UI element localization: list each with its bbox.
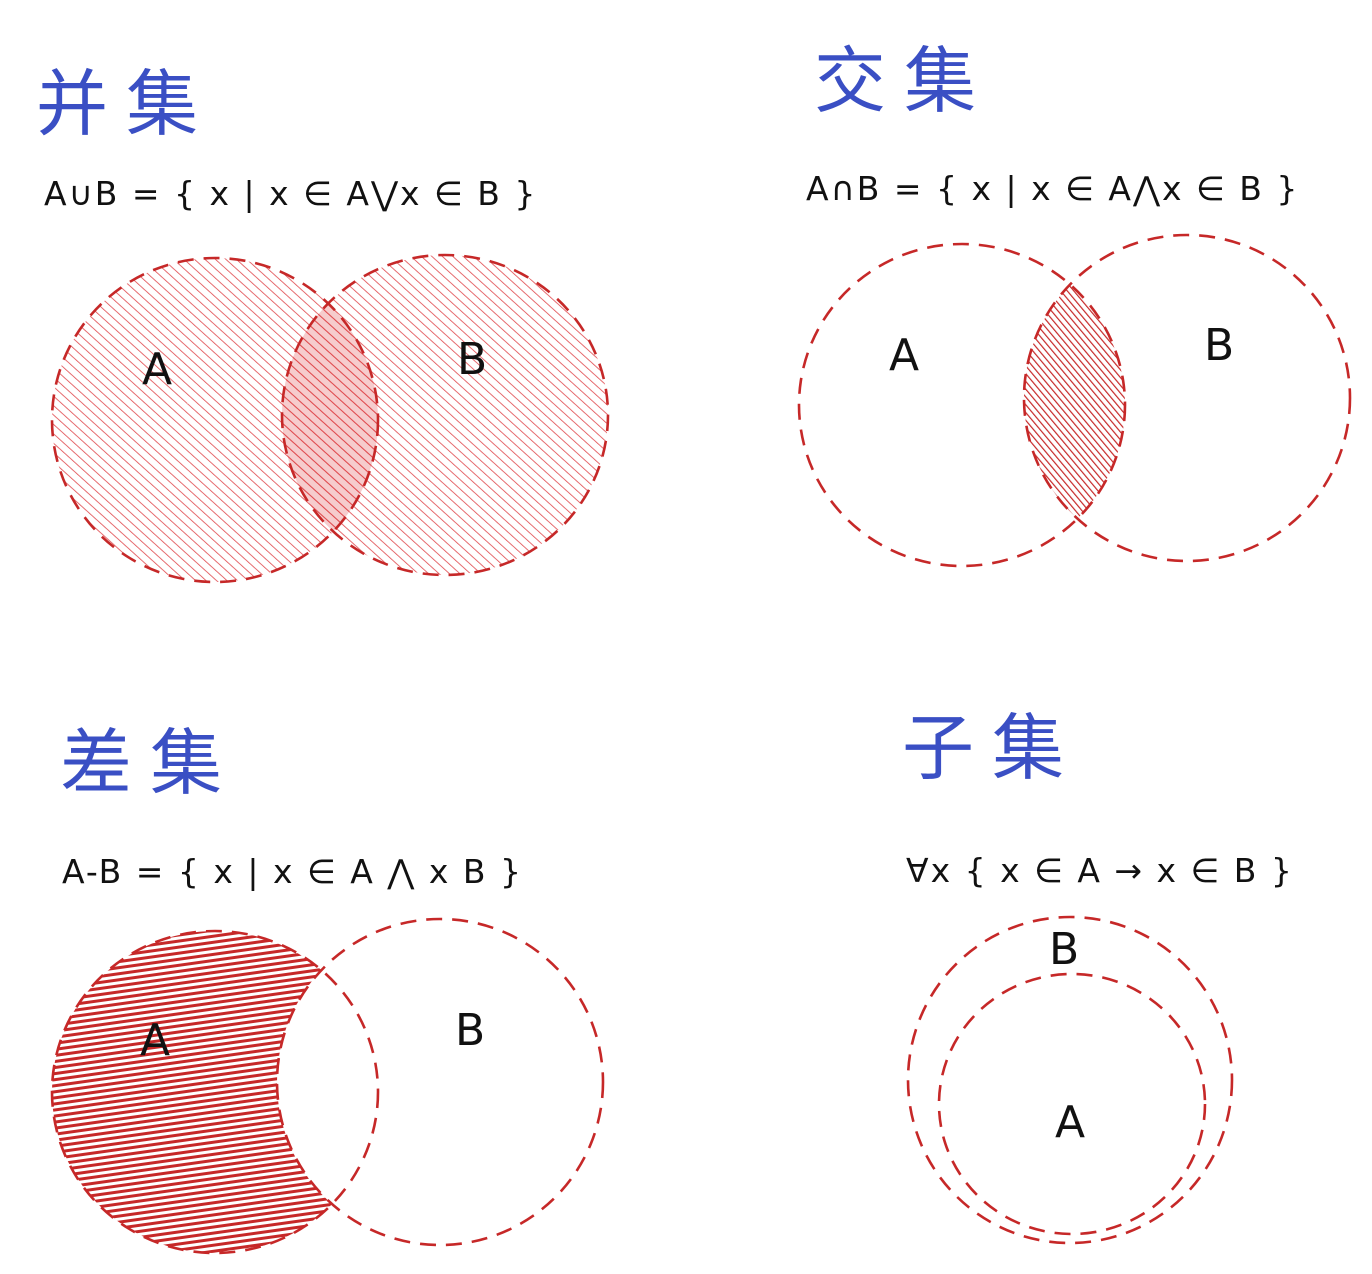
intersection-overlap-fill xyxy=(1024,244,1125,561)
subset-circle-b xyxy=(906,915,1234,1245)
intersection-circle-b xyxy=(1022,233,1352,563)
intersection-panel: 交集 A∩B = { x | x ∈ A⋀x ∈ B } A B xyxy=(797,39,1352,568)
difference-panel: 差集 A-B = { x | x ∈ A ⋀ x B } A B xyxy=(0,637,686,1274)
intersection-circle-a xyxy=(797,242,1127,568)
difference-label-b: B xyxy=(455,1005,485,1056)
union-formula: A∪B = { x | x ∈ A⋁x ∈ B } xyxy=(44,174,538,213)
difference-venn-diagram: A B xyxy=(40,917,605,1274)
union-panel: 并集 A∪B = { x | x ∈ A⋁x ∈ B } A B xyxy=(0,0,686,637)
union-circle-b xyxy=(280,253,610,577)
subset-title: 子集 xyxy=(902,706,1083,790)
subset-panel: 子集 ∀x { x ∈ A → x ∈ B } B A xyxy=(0,637,1372,1274)
union-title: 并集 xyxy=(36,62,217,146)
intersection-label-b: B xyxy=(1204,320,1234,371)
union-circle-a xyxy=(50,256,380,584)
intersection-label-a: A xyxy=(889,330,919,381)
subset-formula: ∀x { x ∈ A → x ∈ B } xyxy=(906,851,1294,890)
difference-circle-b xyxy=(275,917,605,1247)
difference-circle-a xyxy=(50,929,380,1255)
union-circle-b-fill xyxy=(282,255,608,575)
union-label-b: B xyxy=(457,334,487,385)
subset-circle-a xyxy=(937,972,1207,1236)
difference-formula: A-B = { x | x ∈ A ⋀ x B } xyxy=(62,852,523,891)
intersection-formula: A∩B = { x | x ∈ A⋀x ∈ B } xyxy=(806,169,1300,208)
union-venn-diagram: A B xyxy=(50,253,610,584)
union-label-a: A xyxy=(142,344,172,395)
intersection-venn-diagram: A B xyxy=(797,233,1352,568)
difference-title: 差集 xyxy=(60,721,241,805)
intersection-title: 交集 xyxy=(814,39,995,123)
difference-label-a: A xyxy=(140,1015,170,1066)
subset-venn-diagram: B A xyxy=(906,915,1234,1245)
subset-label-a: A xyxy=(1055,1097,1085,1148)
union-circle-a-fill xyxy=(52,258,378,582)
subset-label-b: B xyxy=(1049,924,1079,975)
